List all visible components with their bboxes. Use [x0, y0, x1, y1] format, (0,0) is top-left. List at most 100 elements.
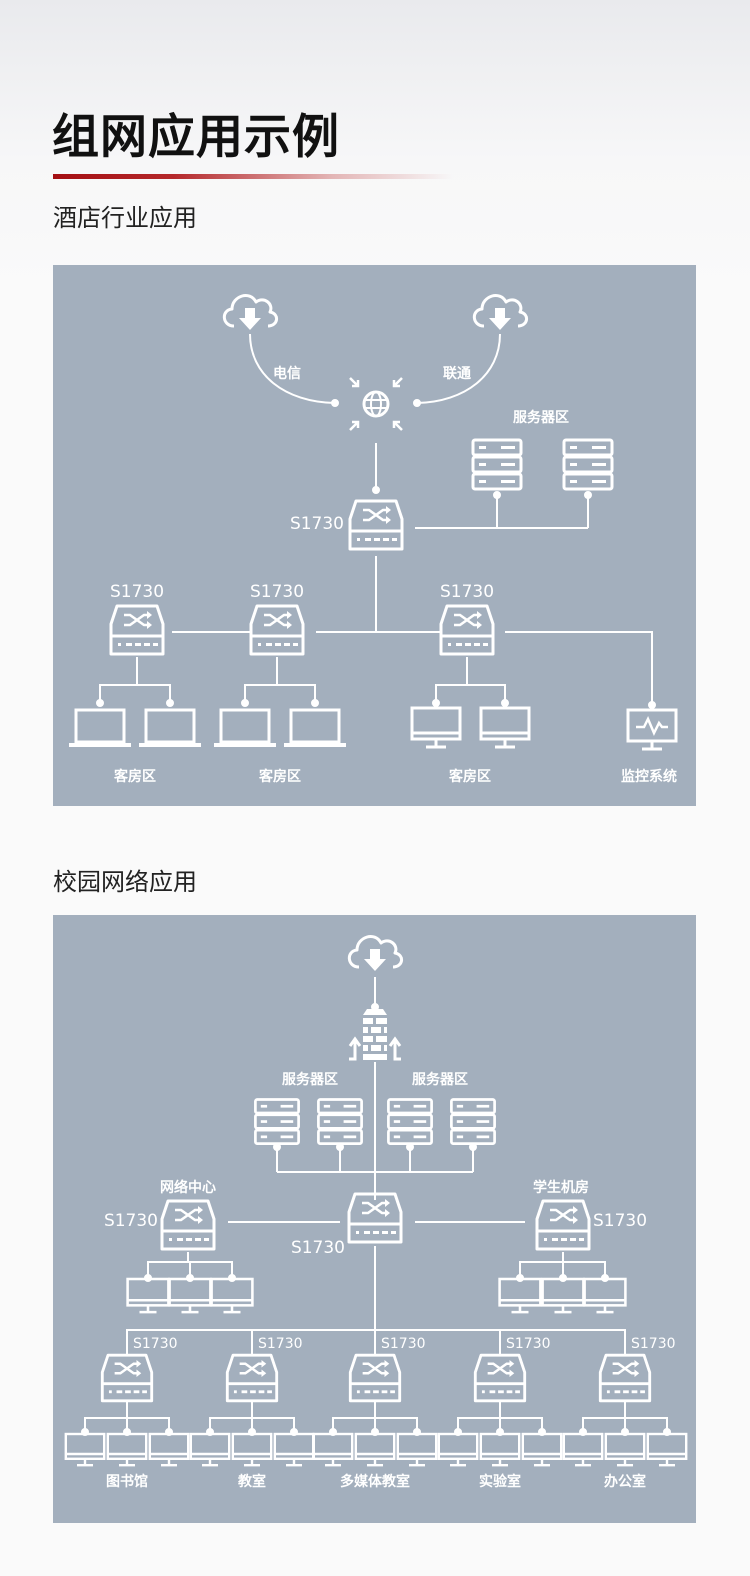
monitor-icon	[583, 1277, 627, 1314]
group-label-network-center: 网络中心	[160, 1179, 216, 1196]
switch-label: S1730	[593, 1211, 647, 1231]
hotel-section-title: 酒店行业应用	[53, 204, 197, 232]
title-underline	[53, 174, 453, 179]
monitor-icon	[396, 1432, 438, 1467]
connection-line	[435, 684, 506, 703]
cloud-icon	[472, 294, 529, 332]
core-switch-label: S1730	[291, 1238, 345, 1258]
monitoring-screen-icon	[626, 708, 678, 751]
access-switch-icon	[225, 1353, 279, 1403]
laptop-icon	[282, 708, 348, 749]
monitor-icon	[354, 1432, 396, 1467]
core-switch-icon	[347, 1192, 403, 1244]
isp-label-telecom: 电信	[273, 365, 301, 382]
connection-line	[99, 684, 171, 703]
monitor-icon	[126, 1277, 170, 1314]
zone-label: 教室	[238, 1473, 266, 1490]
laptop-icon	[137, 708, 203, 749]
server-icon	[387, 1098, 433, 1145]
isp-label-unicom: 联通	[443, 366, 471, 382]
server-zone-label: 服务器区	[412, 1071, 468, 1088]
core-switch-icon	[348, 499, 404, 551]
monitor-icon	[479, 1432, 521, 1467]
zone-label: 客房区	[113, 768, 156, 785]
access-switch-icon	[473, 1353, 527, 1403]
zone-label: 客房区	[448, 768, 491, 785]
server-icon	[450, 1098, 496, 1145]
uplink-curve	[416, 333, 501, 404]
connector-dot	[413, 399, 421, 407]
access-switch-icon	[100, 1353, 154, 1403]
access-switch-label: S1730	[631, 1336, 676, 1352]
switch-label: S1730	[104, 1211, 158, 1231]
internet-globe-icon	[348, 376, 404, 432]
connector-dot	[372, 486, 380, 494]
monitor-icon	[437, 1432, 479, 1467]
access-switch-label: S1730	[440, 582, 494, 602]
connector-dot	[331, 399, 339, 407]
group-label-student-lab: 学生机房	[533, 1179, 589, 1196]
monitor-icon	[189, 1432, 231, 1467]
server-icon	[471, 438, 523, 491]
monitor-icon	[273, 1432, 315, 1467]
monitor-icon	[410, 706, 462, 749]
monitor-icon	[312, 1432, 354, 1467]
server-zone-label: 服务器区	[513, 409, 569, 426]
server-zone-label: 服务器区	[282, 1071, 338, 1088]
monitor-icon	[646, 1432, 688, 1467]
access-switch-icon	[598, 1353, 652, 1403]
monitor-icon	[231, 1432, 273, 1467]
connector-dot	[432, 699, 440, 707]
access-switch-icon	[109, 604, 165, 656]
monitor-icon	[604, 1432, 646, 1467]
monitor-icon	[64, 1432, 106, 1467]
connector-dot	[648, 701, 656, 709]
monitor-icon	[210, 1277, 254, 1314]
server-icon	[254, 1098, 300, 1145]
access-switch-label: S1730	[258, 1336, 303, 1352]
uplink-curve	[249, 333, 336, 404]
connector-dot	[501, 699, 509, 707]
connector-dot	[96, 699, 104, 707]
monitor-icon	[168, 1277, 212, 1314]
cloud-icon	[222, 294, 279, 332]
monitor-icon	[562, 1432, 604, 1467]
zone-label: 办公室	[604, 1473, 646, 1490]
connector-dot	[584, 491, 592, 499]
zone-label: 多媒体教室	[340, 1473, 410, 1490]
access-switch-label: S1730	[506, 1336, 551, 1352]
monitor-icon	[541, 1277, 585, 1314]
connection-line	[505, 631, 653, 705]
access-switch-icon	[249, 604, 305, 656]
monitor-icon	[479, 706, 531, 749]
access-switch-icon	[439, 604, 495, 656]
connection-line	[244, 684, 316, 703]
access-switch-label: S1730	[250, 582, 304, 602]
connector-dot	[166, 699, 174, 707]
zone-label: 客房区	[258, 768, 301, 785]
connection-lines	[81, 333, 671, 1436]
zone-label: 监控系统	[621, 768, 677, 785]
zone-label: 实验室	[479, 1473, 521, 1490]
switch-icon-network-center	[160, 1199, 216, 1251]
laptop-icon	[212, 708, 278, 749]
access-switch-label: S1730	[110, 582, 164, 602]
access-switch-icon	[348, 1353, 402, 1403]
connector-dot	[241, 699, 249, 707]
monitor-icon	[521, 1432, 563, 1467]
access-switch-label: S1730	[133, 1336, 178, 1352]
zone-label: 图书馆	[106, 1473, 148, 1490]
monitor-icon	[148, 1432, 190, 1467]
access-switch-label: S1730	[381, 1336, 426, 1352]
campus-section-title: 校园网络应用	[53, 868, 197, 896]
hotel-diagram-panel	[53, 265, 696, 806]
monitor-icon	[106, 1432, 148, 1467]
connector-dot	[311, 699, 319, 707]
switch-icon-student-lab	[535, 1199, 591, 1251]
page-title: 组网应用示例	[52, 110, 340, 165]
laptop-icon	[67, 708, 133, 749]
core-switch-label: S1730	[290, 514, 344, 534]
firewall-icon	[347, 1007, 403, 1062]
server-icon	[317, 1098, 363, 1145]
